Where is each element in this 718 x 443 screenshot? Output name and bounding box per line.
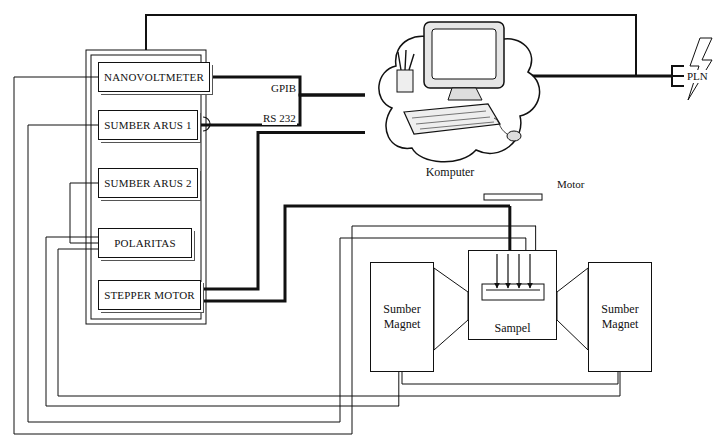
node-label: POLARITAS [114,237,175,249]
part-label: Motor [556,178,586,191]
computer: Komputer [365,10,535,180]
signal-wire [70,183,98,243]
instrument-box: POLARITAS [98,228,192,258]
interface-label: GPIB [270,82,297,95]
probe [529,254,530,288]
signal-wire [58,249,620,396]
node-label: Sumber Magnet [591,302,649,332]
probe [496,254,497,288]
interface-label: RS 232 [262,112,297,125]
instrument-rack [91,55,201,319]
sample-piece [482,284,544,300]
pen-cup [397,70,413,92]
magnet-box: Sumber Magnet [588,262,652,372]
magnet-wire [402,372,618,384]
instrument-box: SUMBER ARUS 1 [98,110,198,140]
signal-wire [46,237,399,406]
monitor-stand [448,88,482,100]
lightning-symbol [688,38,712,100]
motor-block [484,194,542,200]
cloud-outline [379,24,540,162]
mouse [507,131,521,141]
node-label: Sumber Magnet [373,302,431,332]
sample-layer [486,290,540,291]
bus-cable [210,77,365,95]
node-label: NANOVOLTMETER [104,71,204,83]
power-line [146,15,636,75]
node-label: Sampel [495,321,531,336]
keyboard-keys [412,111,494,129]
signal-wire [28,125,526,422]
node-label: STEPPER MOTOR [104,289,195,301]
mains-plug [672,66,684,86]
instrument-box: SUMBER ARUS 2 [98,168,198,198]
probe [518,254,519,288]
sample-holder: Sampel [468,250,557,340]
signal-wire [14,77,536,434]
monitor [424,22,504,88]
power-cable [520,75,672,78]
node-label: SUMBER ARUS 1 [104,119,192,131]
instrument-box: NANOVOLTMETER [98,62,210,92]
node-label: Komputer [424,165,477,180]
monitor-screen [432,29,496,79]
pole-piece [434,268,468,350]
node-label: SUMBER ARUS 2 [104,177,192,189]
probe [507,254,508,288]
pole-piece [557,268,588,350]
instrument-box: STEPPER MOTOR [98,280,201,310]
pens [398,50,414,70]
bus-cable [201,206,510,301]
bus-cable [198,95,365,125]
part-label: PLN [686,70,709,83]
mouse-cable [494,118,507,134]
keyboard [404,104,500,134]
magnet-box: Sumber Magnet [370,262,434,372]
